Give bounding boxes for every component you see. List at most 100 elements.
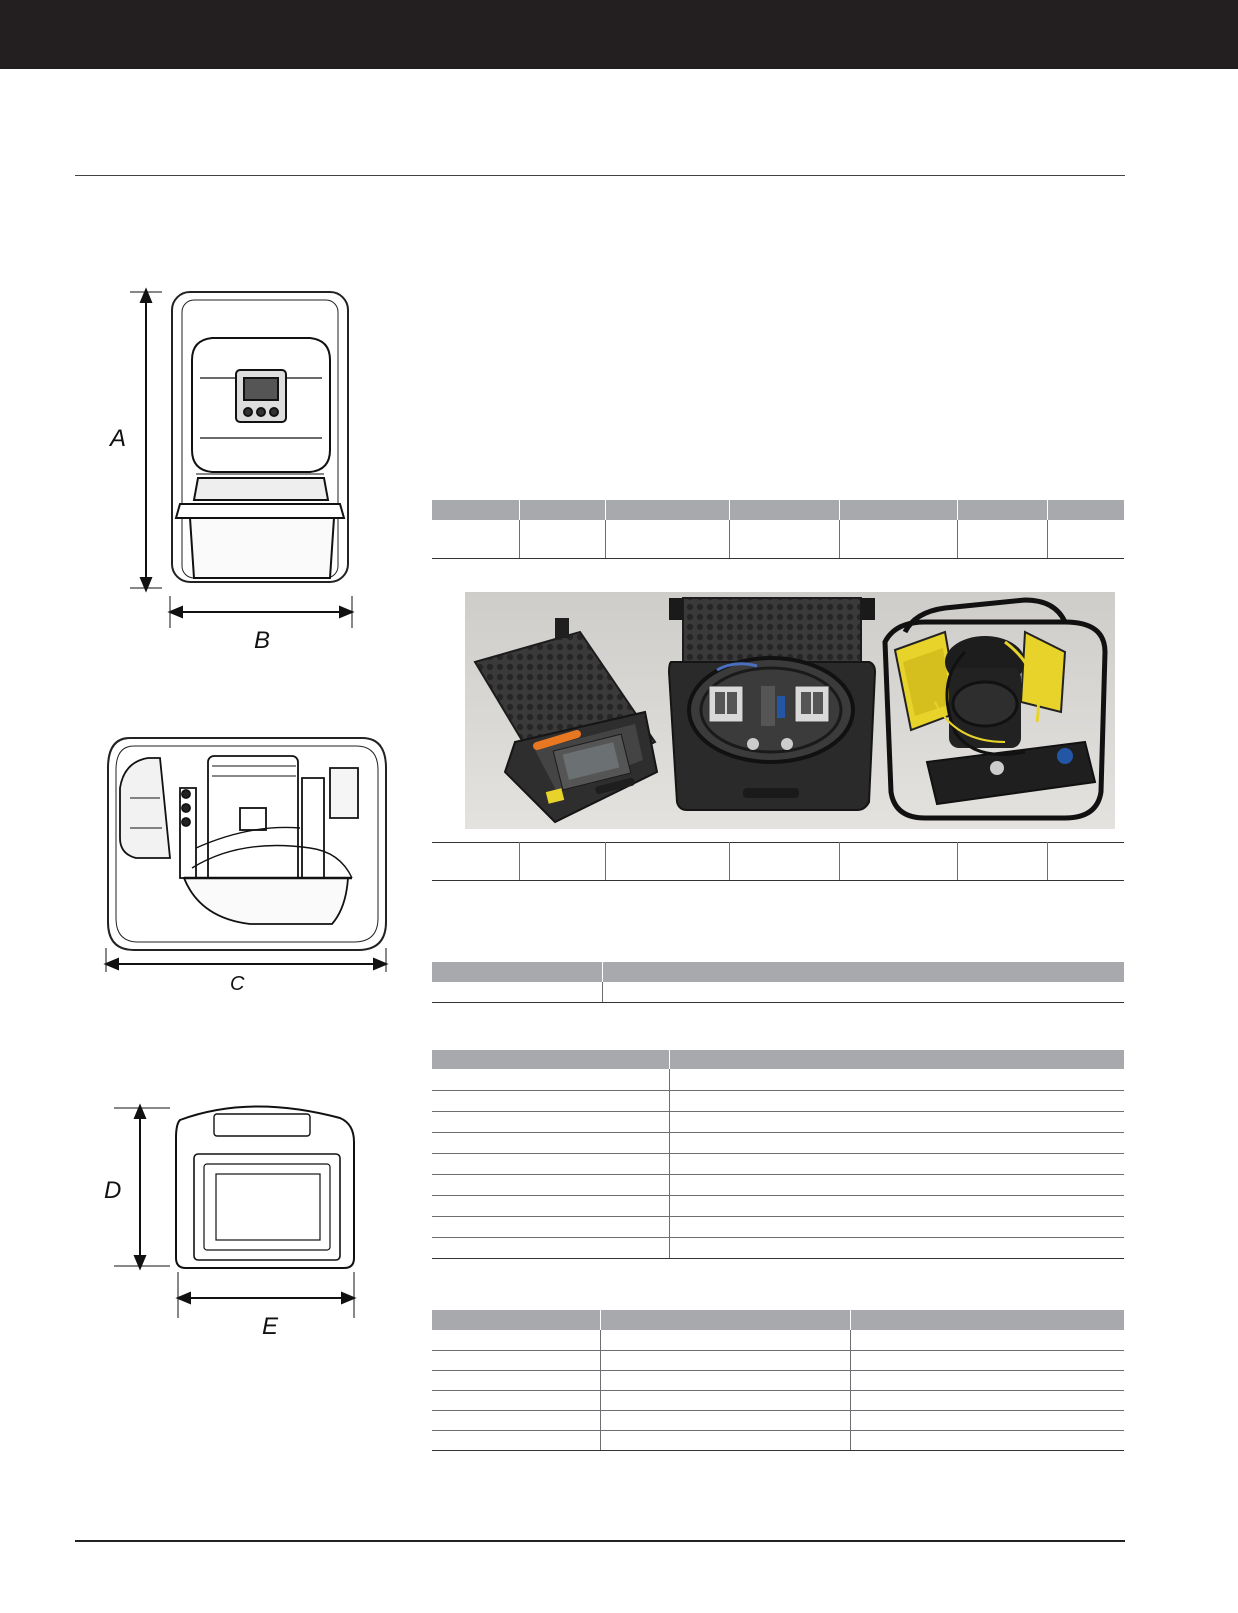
table-cell (605, 842, 730, 881)
table-header-cell (729, 500, 840, 520)
table-row (432, 1410, 1124, 1431)
table-header-cell (432, 1050, 670, 1069)
table-cell (519, 842, 606, 881)
table-cell (669, 1195, 1124, 1217)
table-cell (432, 1237, 670, 1259)
table-row (432, 1430, 1124, 1451)
table-cell (432, 1132, 670, 1154)
table-cell (602, 982, 1124, 1003)
table-row (432, 520, 1124, 559)
table-header-cell (850, 1310, 1124, 1330)
pump-unit (882, 597, 1108, 821)
table-cell (600, 1350, 851, 1371)
table-header-row (432, 1310, 1124, 1330)
table-row (432, 1069, 1124, 1091)
side-view-drawing: C (103, 737, 389, 995)
table-cell (600, 1410, 851, 1431)
table-row (432, 1111, 1124, 1133)
table-cell (432, 982, 603, 1003)
spec-table-4 (432, 1050, 1124, 1259)
table-header-row (432, 962, 1124, 982)
dim-label-d: D (104, 1177, 121, 1204)
dim-label-e: E (262, 1313, 279, 1340)
table-cell (669, 1174, 1124, 1196)
pendant-case (473, 618, 659, 824)
table-cell (850, 1410, 1124, 1431)
table-cell (669, 1111, 1124, 1133)
spec-table-5 (432, 1310, 1124, 1451)
table-row (432, 1370, 1124, 1391)
table-cell (600, 1430, 851, 1451)
table-header-cell (432, 500, 520, 520)
table-row (432, 1216, 1124, 1238)
table-cell (729, 520, 840, 559)
table-row (432, 1153, 1124, 1175)
table-cell (432, 1330, 601, 1351)
table-cell (432, 1174, 670, 1196)
dim-label-c: C (230, 973, 245, 995)
table-cell (605, 520, 730, 559)
table-cell (432, 1195, 670, 1217)
table-header-cell (605, 500, 730, 520)
front-view-drawing: A B (108, 287, 355, 654)
table-row (432, 1174, 1124, 1196)
table-header-cell (432, 1310, 601, 1330)
pendant-view-drawing: D E (104, 1103, 357, 1340)
table-cell (850, 1390, 1124, 1411)
table-cell (432, 1390, 601, 1411)
table-cell (1047, 842, 1124, 881)
table-row (432, 982, 1124, 1003)
table-cell (669, 1153, 1124, 1175)
table-cell (850, 1430, 1124, 1451)
table-row (432, 1390, 1124, 1411)
table-cell (432, 520, 520, 559)
table-cell (600, 1390, 851, 1411)
table-row (432, 1330, 1124, 1351)
table-header-cell (600, 1310, 851, 1330)
table-cell (432, 842, 520, 881)
table-cell (850, 1330, 1124, 1351)
table-cell (432, 1111, 670, 1133)
table-cell (957, 842, 1048, 881)
table-cell (1047, 520, 1124, 559)
table-row (432, 1195, 1124, 1217)
table-cell (669, 1090, 1124, 1112)
product-photo (465, 592, 1115, 829)
table-cell (600, 1370, 851, 1391)
spec-table-3 (432, 962, 1124, 1003)
footer-divider (75, 1540, 1125, 1542)
table-cell (432, 1430, 601, 1451)
spec-table-1 (432, 500, 1124, 559)
table-cell (839, 842, 958, 881)
table-cell (839, 520, 958, 559)
table-row (432, 1090, 1124, 1112)
table-header-cell (519, 500, 606, 520)
table-cell (432, 1410, 601, 1431)
table-header-cell (432, 962, 603, 982)
table-cell (432, 1350, 601, 1371)
table-cell (432, 1069, 670, 1091)
table-header-cell (669, 1050, 1124, 1069)
table-cell (850, 1350, 1124, 1371)
dim-label-a: A (108, 425, 126, 452)
hose-case (667, 597, 877, 811)
table-cell (669, 1132, 1124, 1154)
table-row (432, 1237, 1124, 1259)
table-row (432, 842, 1124, 881)
table-cell (957, 520, 1048, 559)
table-header-cell (957, 500, 1048, 520)
table-cell (432, 1370, 601, 1391)
table-cell (600, 1330, 851, 1351)
table-cell (850, 1370, 1124, 1391)
table-header-row (432, 500, 1124, 520)
table-cell (669, 1216, 1124, 1238)
table-header-cell (1047, 500, 1124, 520)
table-cell (432, 1216, 670, 1238)
table-cell (669, 1069, 1124, 1091)
dim-label-b: B (254, 627, 270, 654)
table-header-cell (839, 500, 958, 520)
table-cell (432, 1090, 670, 1112)
table-cell (729, 842, 840, 881)
table-header-row (432, 1050, 1124, 1069)
table-cell (432, 1153, 670, 1175)
